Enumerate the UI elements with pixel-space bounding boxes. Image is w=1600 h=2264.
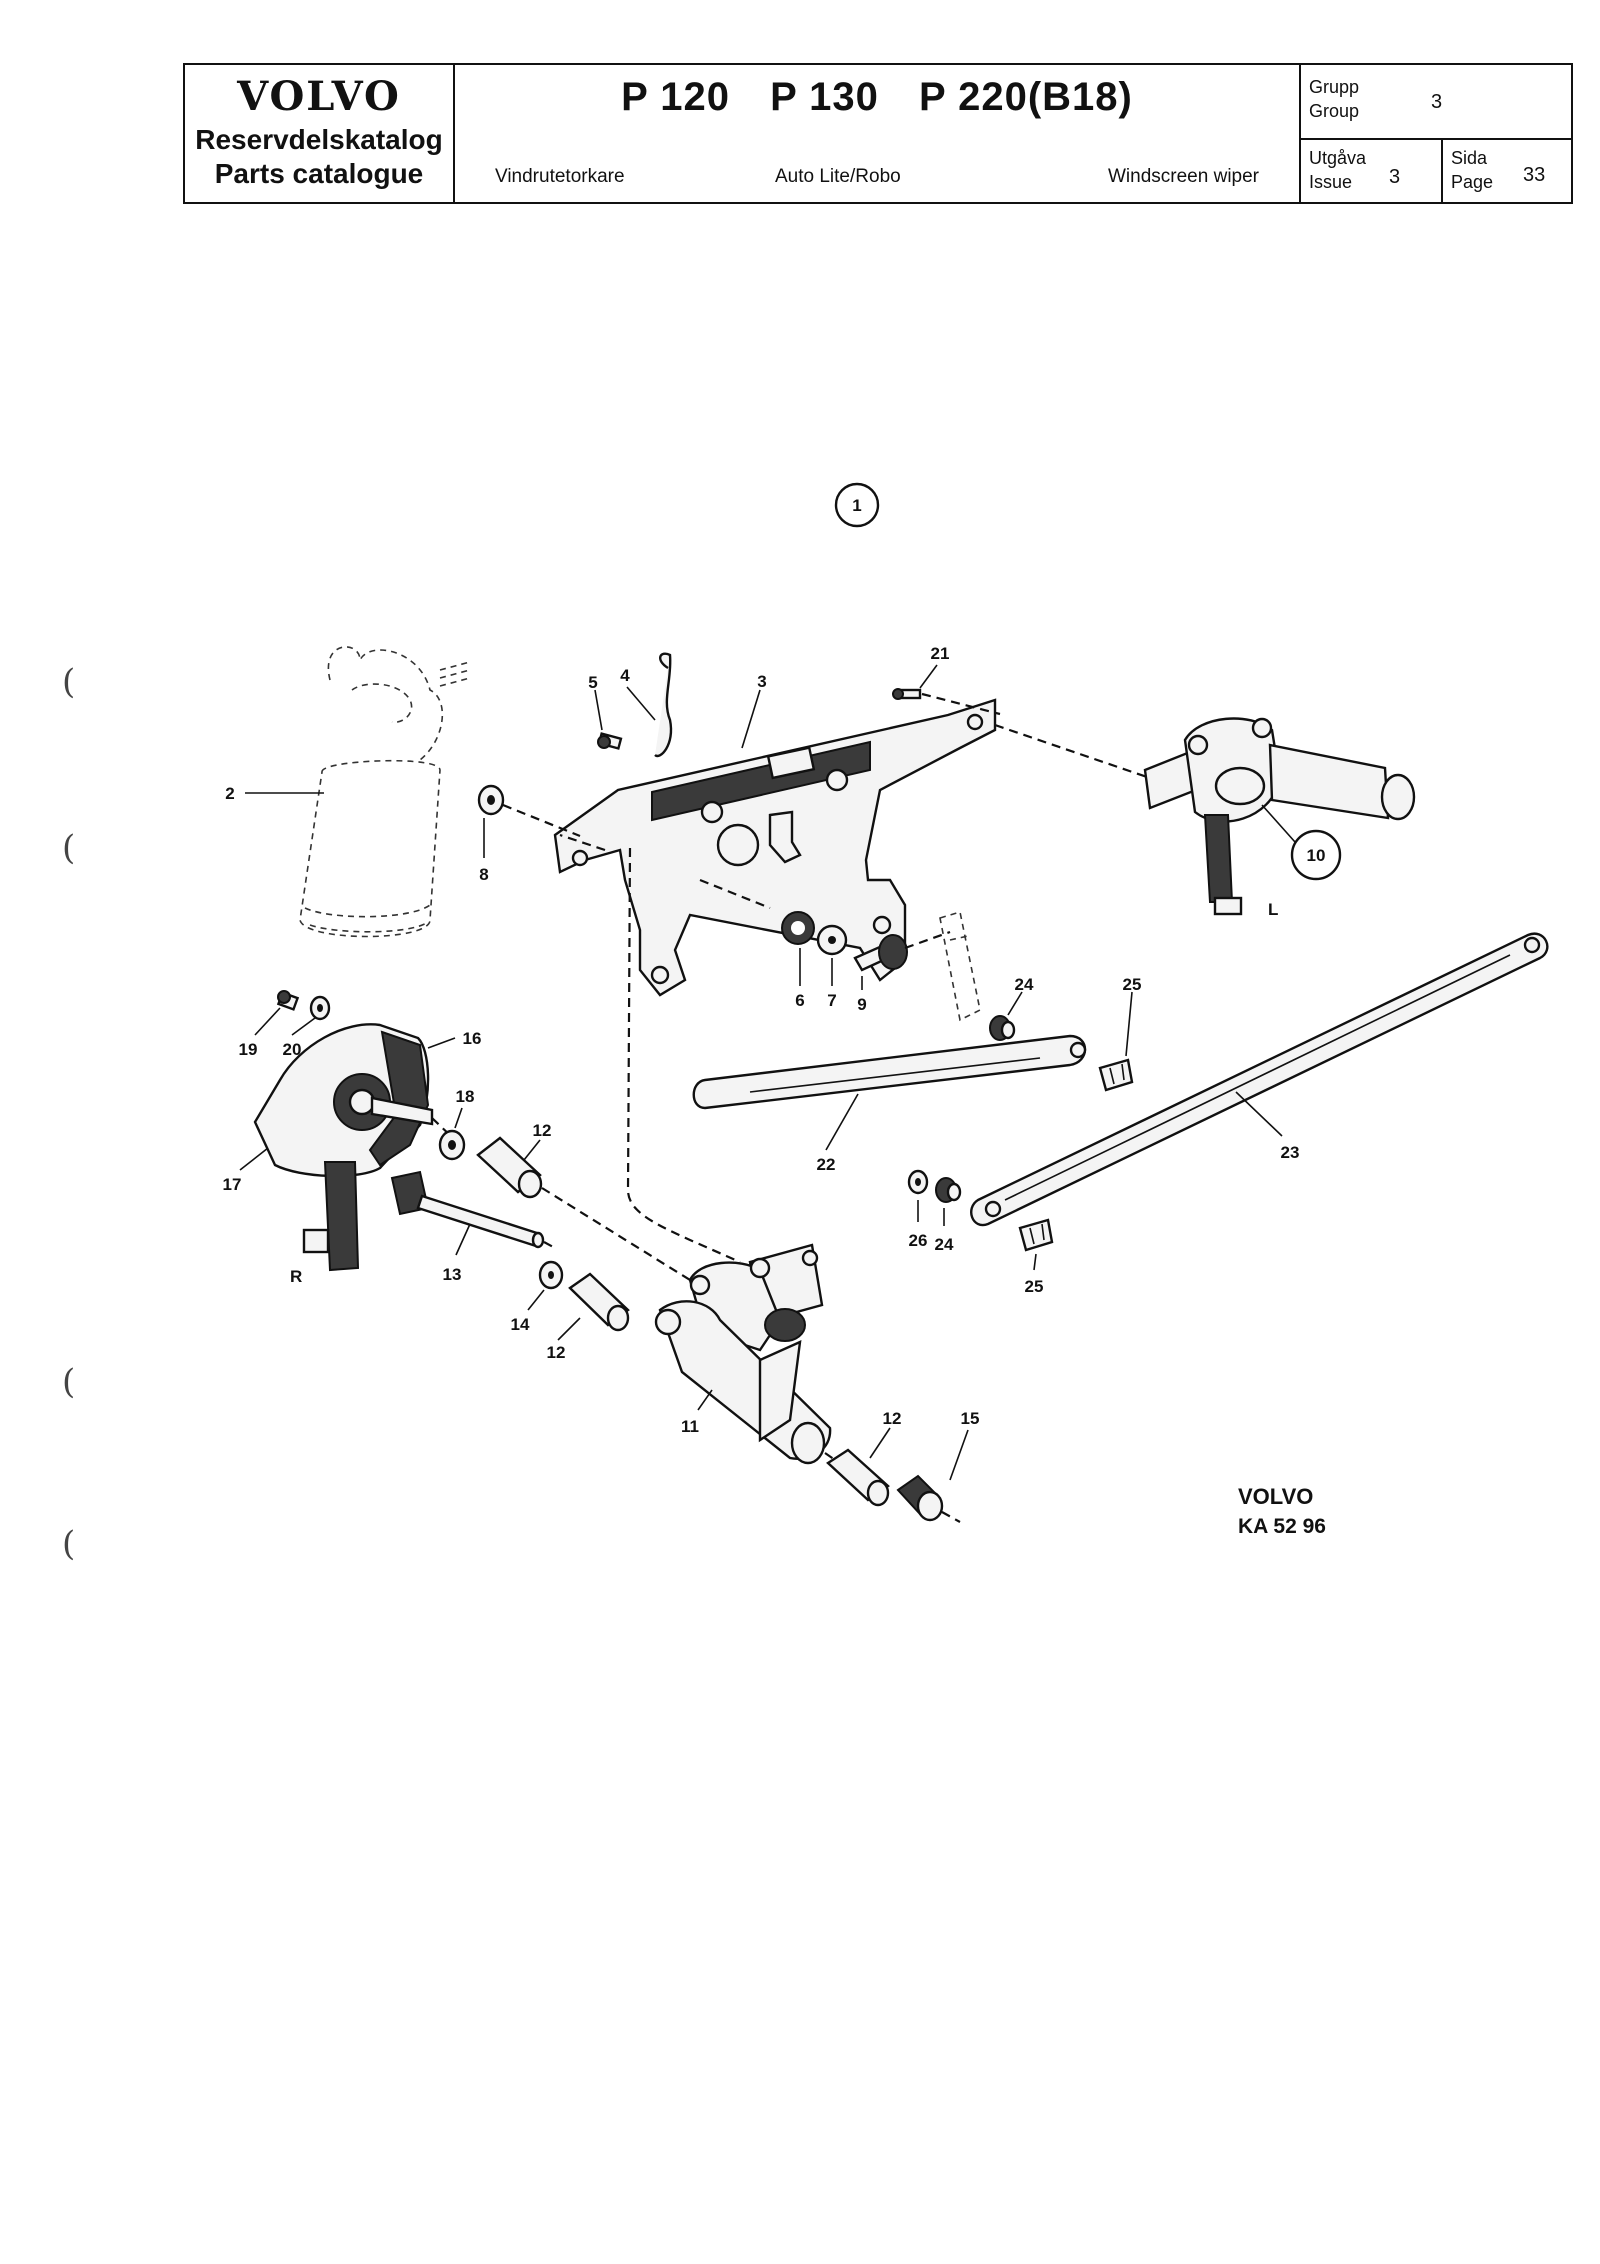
screw-19	[276, 990, 300, 1011]
callout-25-upper: 25	[1123, 975, 1142, 994]
group-cell: Grupp Group 3	[1301, 65, 1571, 140]
group-value: 3	[1431, 91, 1443, 113]
catalog-title-en: Parts catalogue	[214, 157, 424, 189]
washer-26	[907, 1169, 929, 1195]
spacer-lower	[826, 1448, 890, 1507]
callout-24-upper: 24	[1015, 975, 1034, 994]
mounting-bracket	[553, 698, 997, 997]
callout-12-upper: 12	[533, 1121, 552, 1140]
page-value: 33	[1523, 164, 1546, 186]
subtitle-en: Windscreen wiper	[1108, 166, 1259, 187]
washer-14	[538, 1260, 564, 1290]
issue-label-sv: Utgåva	[1309, 148, 1367, 168]
nut	[781, 911, 815, 945]
callout-11: 11	[681, 1417, 699, 1436]
drawing-code: KA 52 96	[1238, 1515, 1326, 1538]
callout-26: 26	[909, 1231, 928, 1250]
callout-4: 4	[620, 666, 630, 685]
callout-24-lower: 24	[935, 1235, 954, 1254]
clamp-plate	[939, 910, 981, 1022]
callout-3: 3	[757, 672, 766, 691]
callout-19: 19	[239, 1040, 258, 1059]
binder-mark: (	[62, 1524, 76, 1564]
model-p220: P 220(B18)	[919, 75, 1133, 119]
washer-18	[438, 1129, 466, 1161]
callout-10: 10	[1307, 846, 1326, 865]
callout-9: 9	[857, 995, 866, 1014]
wheel-box-left	[1143, 717, 1416, 916]
knob	[853, 934, 908, 972]
drive-shaft	[390, 1170, 545, 1249]
catalog-header: VOLVO Reservdelskatalog Parts catalogue …	[183, 63, 1573, 204]
page-cell: Sida Page 33	[1443, 140, 1571, 202]
issue-cell: Utgåva Issue 3	[1301, 140, 1443, 202]
catalog-title-sv: Reservdelskatalog	[195, 123, 443, 155]
callout-20: 20	[283, 1040, 302, 1059]
footer-brand: VOLVO	[1238, 1484, 1314, 1509]
wheel-box-right	[654, 1243, 832, 1465]
side-label-r: R	[290, 1267, 302, 1286]
callout-5: 5	[588, 673, 597, 692]
model-p120: P 120	[621, 75, 730, 119]
meta-cell: Grupp Group 3 Utgåva Issue 3 Sida Page 3…	[1301, 65, 1571, 202]
brand-cell: VOLVO Reservdelskatalog Parts catalogue	[185, 65, 455, 202]
callout-22: 22	[817, 1155, 836, 1174]
connecting-link-22	[692, 1034, 1087, 1110]
callout-6: 6	[795, 991, 804, 1010]
clip-25-upper	[1098, 1058, 1134, 1092]
callout-25-lower: 25	[1025, 1277, 1044, 1296]
page-label-en: Page	[1451, 172, 1494, 192]
callout-12-lower: 12	[883, 1409, 902, 1428]
figure-number: 1	[834, 482, 880, 528]
callout-8: 8	[479, 865, 488, 884]
model-list: P 120 P 130 P 220(B18)	[455, 75, 1299, 120]
wiper-motor	[299, 646, 471, 938]
callout-14: 14	[511, 1315, 530, 1334]
bushing-24-lower	[935, 1177, 962, 1203]
spacer-upper	[476, 1136, 543, 1199]
washer	[477, 784, 505, 816]
clip-25-lower	[1018, 1218, 1054, 1252]
callout-12-middle: 12	[547, 1343, 566, 1362]
svg-text:1: 1	[852, 496, 861, 515]
spring-clip	[654, 652, 673, 758]
group-label-en: Group	[1309, 101, 1360, 121]
subtitle-make: Auto Lite/Robo	[775, 166, 901, 187]
callout-10-circle: 10	[1261, 804, 1342, 881]
cap-nut	[896, 1474, 944, 1522]
callout-21: 21	[931, 644, 950, 663]
callout-16: 16	[463, 1029, 482, 1048]
washer-20	[309, 995, 331, 1021]
gearbox-housing	[253, 1023, 434, 1272]
callout-13: 13	[443, 1265, 462, 1284]
subtitle-sv: Vindrutetorkare	[495, 166, 625, 187]
side-label-l: L	[1268, 900, 1278, 919]
binder-mark: (	[62, 662, 76, 702]
binder-mark: (	[62, 1362, 76, 1402]
page-label-sv: Sida	[1451, 148, 1488, 168]
callout-7: 7	[827, 991, 836, 1010]
volvo-logo: VOLVO	[237, 72, 401, 120]
callout-15: 15	[961, 1409, 980, 1428]
drawing-reference: VOLVO KA 52 96	[1238, 1482, 1326, 1542]
model-p130: P 130	[770, 75, 879, 119]
bushing-24-upper	[989, 1015, 1016, 1041]
screw	[597, 732, 623, 750]
spacer-middle	[568, 1272, 630, 1332]
callout-23: 23	[1281, 1143, 1300, 1162]
callout-18: 18	[456, 1087, 475, 1106]
issue-label-en: Issue	[1309, 172, 1353, 192]
callout-17: 17	[223, 1175, 242, 1194]
binder-mark: (	[62, 828, 76, 868]
rubber-washer	[816, 924, 848, 956]
group-label-sv: Grupp	[1309, 77, 1360, 97]
model-cell: P 120 P 130 P 220(B18) Vindrutetorkare A…	[455, 65, 1301, 202]
connecting-link-23	[970, 932, 1549, 1227]
screw-21	[892, 688, 922, 700]
issue-value: 3	[1389, 166, 1401, 188]
callout-2: 2	[225, 784, 234, 803]
